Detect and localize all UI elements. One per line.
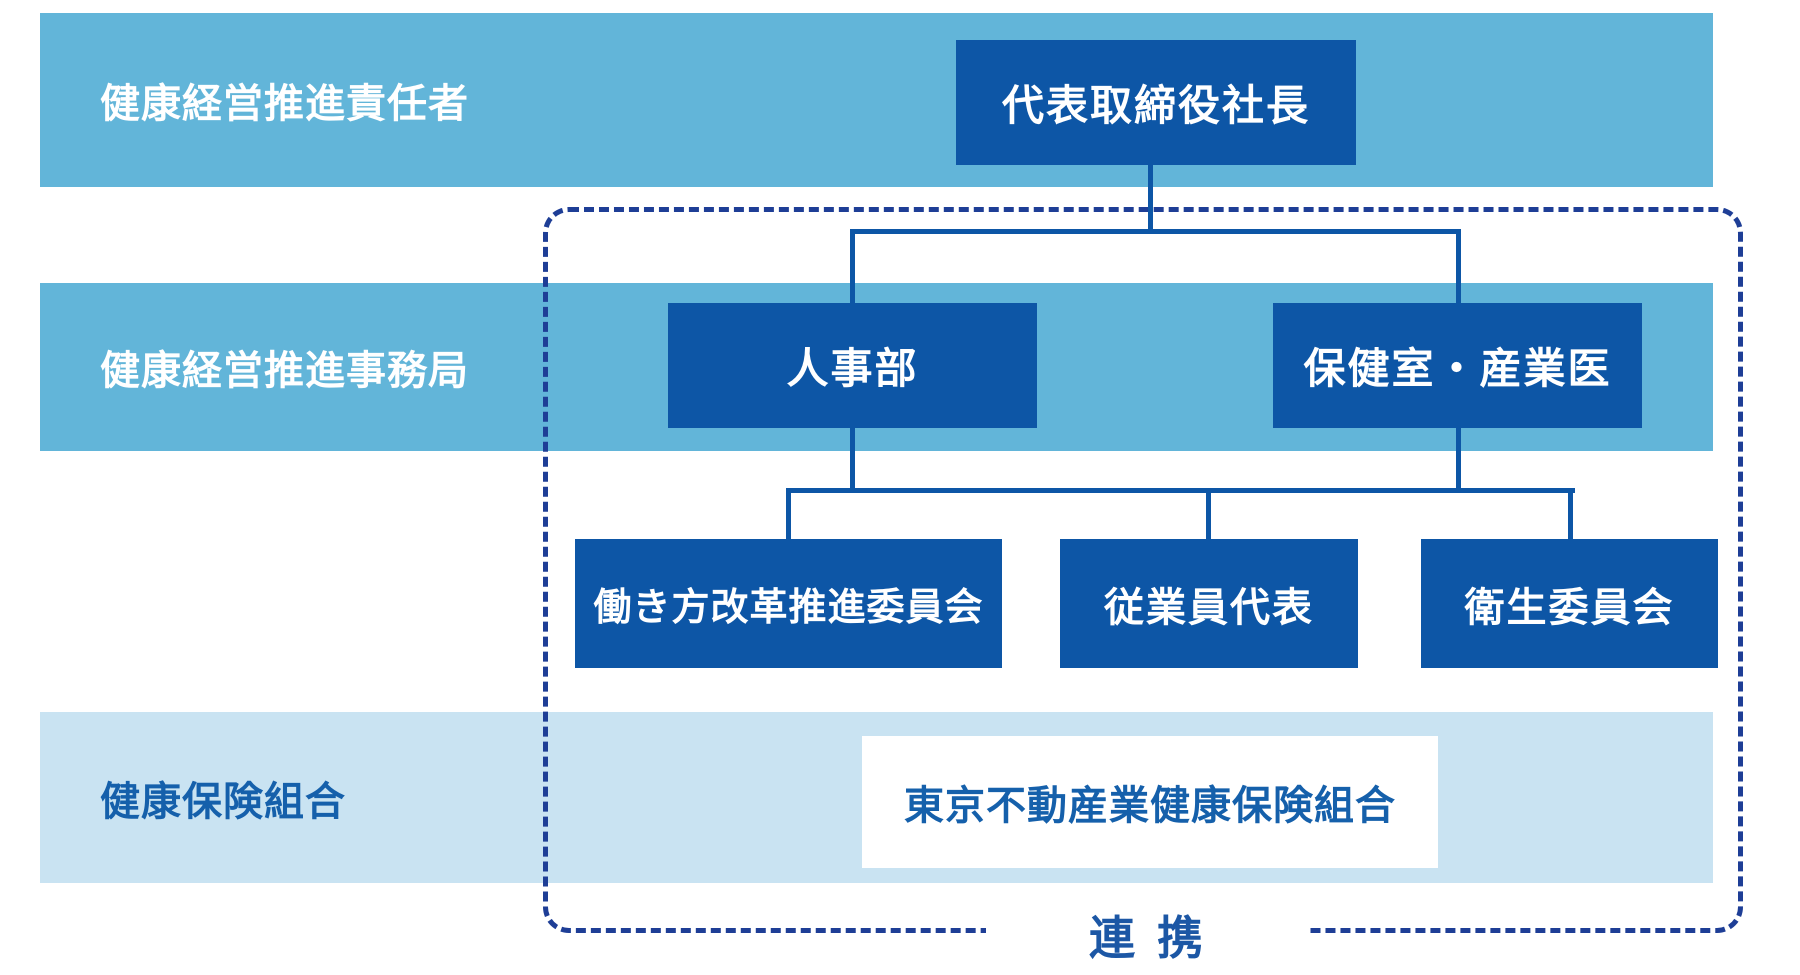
connector-level1-bus — [850, 229, 1461, 234]
connector-to-health-office — [1456, 229, 1461, 305]
node-hygiene-committee: 衛生委員会 — [1421, 539, 1718, 668]
node-insurance-union: 東京不動産業健康保険組合 — [862, 736, 1438, 868]
connector-president-down — [1148, 164, 1153, 232]
connector-level2-bus — [786, 488, 1575, 493]
band-responsible: 健康経営推進責任者 — [40, 13, 1713, 187]
band-responsible-label: 健康経営推進責任者 — [100, 82, 469, 126]
node-workstyle-committee: 働き方改革推進委員会 — [575, 539, 1002, 668]
cooperation-label: 連携 — [986, 900, 1306, 974]
connector-to-workstyle-committee — [786, 488, 791, 540]
connector-to-employee-representative — [1206, 488, 1211, 540]
connector-to-hygiene-committee — [1568, 488, 1573, 540]
node-hr-department: 人事部 — [668, 303, 1037, 428]
node-president: 代表取締役社長 — [956, 40, 1356, 165]
band-secretariat-label: 健康経営推進事務局 — [100, 349, 469, 393]
connector-to-hr — [850, 229, 855, 305]
node-health-office: 保健室・産業医 — [1273, 303, 1642, 428]
connector-from-health-office — [1456, 427, 1461, 490]
connector-from-hr — [850, 427, 855, 490]
node-employee-representative: 従業員代表 — [1060, 539, 1358, 668]
band-insurance-label: 健康保険組合 — [100, 779, 346, 824]
